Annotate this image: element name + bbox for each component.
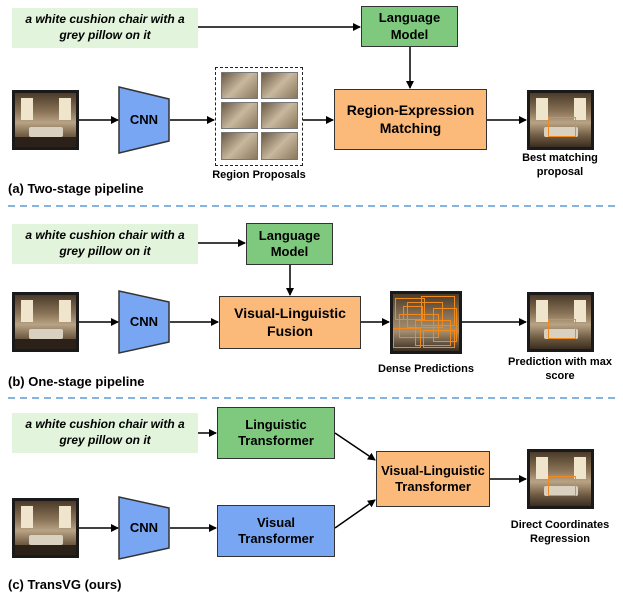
- caption-c: (c) TransVG (ours): [8, 577, 122, 592]
- query-text-a: a white cushion chair with a grey pillow…: [12, 8, 198, 48]
- language-model-box-b: Language Model: [246, 223, 333, 265]
- cnn-label-c: CNN: [129, 519, 159, 535]
- query-text-b: a white cushion chair with a grey pillow…: [12, 224, 198, 264]
- prediction-box: [548, 117, 576, 137]
- language-model-box-a: Language Model: [361, 6, 458, 47]
- prediction-box: [548, 476, 576, 496]
- arrow-c-vt-to-vlt: [334, 499, 376, 529]
- best-matching-proposal-label: Best matching proposal: [522, 152, 598, 178]
- dense-predictions-label: Dense Predictions: [378, 363, 474, 376]
- query-text-c: a white cushion chair with a grey pillow…: [12, 413, 198, 453]
- region-proposal-crop: [261, 132, 298, 160]
- region-proposal-crop: [221, 102, 258, 129]
- visual-transformer-box: Visual Transformer: [217, 505, 335, 557]
- region-proposals-label: Region Proposals: [212, 169, 306, 182]
- cnn-trapezoid-b: [118, 290, 170, 354]
- caption-b: (b) One-stage pipeline: [8, 374, 145, 389]
- cnn-label-a: CNN: [129, 111, 159, 127]
- input-image-c: [12, 498, 79, 558]
- output-image-b: [527, 292, 594, 352]
- caption-a: (a) Two-stage pipeline: [8, 181, 144, 196]
- cnn-trapezoid-a: [118, 86, 170, 154]
- region-proposals-frame: [215, 67, 303, 166]
- region-proposal-crop: [261, 102, 298, 129]
- arrow-c-lt-to-vlt: [334, 432, 376, 461]
- output-image-c: [527, 449, 594, 509]
- region-proposal-crop: [221, 132, 258, 160]
- output-image-a: [527, 90, 594, 150]
- cnn-label-b: CNN: [129, 313, 159, 329]
- visual-linguistic-fusion-box: Visual-Linguistic Fusion: [219, 296, 361, 349]
- region-proposal-crop: [261, 72, 298, 99]
- direct-coordinates-regression-label: Direct Coordinates Regression: [510, 519, 610, 545]
- linguistic-transformer-box: Linguistic Transformer: [217, 407, 335, 459]
- visual-linguistic-transformer-box: Visual-Linguistic Transformer: [376, 451, 490, 507]
- input-image-a: [12, 90, 79, 150]
- cnn-trapezoid-c: [118, 496, 170, 560]
- region-proposal-crop: [221, 72, 258, 99]
- input-image-b: [12, 292, 79, 352]
- region-expression-matching-box: Region-Expression Matching: [334, 89, 487, 150]
- prediction-box: [548, 319, 576, 339]
- dense-predictions-image: [390, 291, 462, 354]
- prediction-with-max-score-label: Prediction with max score: [508, 356, 612, 382]
